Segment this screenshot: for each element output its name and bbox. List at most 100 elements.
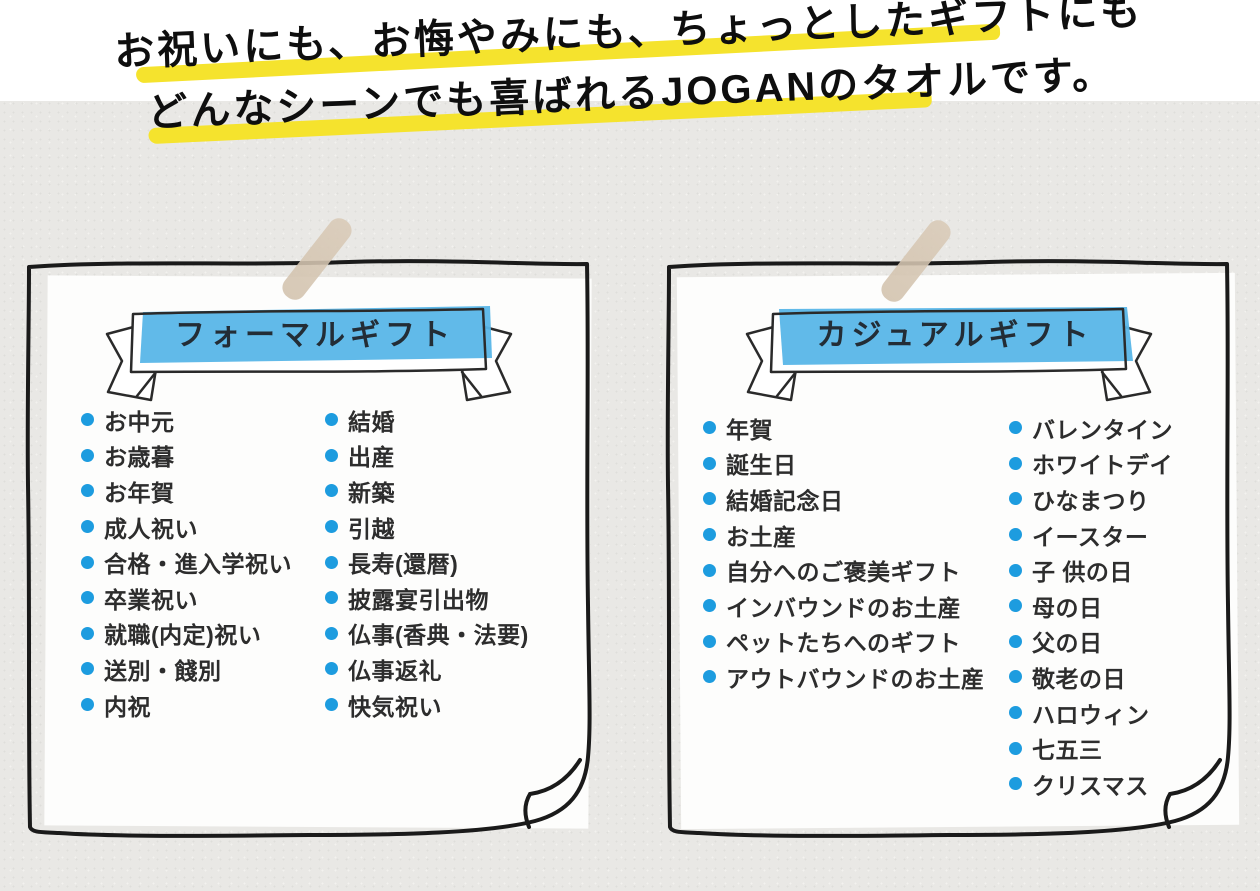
list-item: 披露宴引出物 — [325, 580, 529, 616]
list-item-label: バレンタイン — [1032, 416, 1173, 443]
bullet-icon — [325, 484, 338, 498]
bullet-icon — [325, 448, 338, 462]
bullet-icon — [325, 626, 338, 640]
list-item-label: 仏事返礼 — [348, 657, 442, 684]
list-item: お年賀 — [81, 473, 292, 509]
list-item-label: 仏事(香典・法要) — [348, 622, 529, 649]
list-item: 自分へのご褒美ギフト — [703, 552, 985, 588]
list-item-label: 誕生日 — [726, 452, 797, 479]
list-item-label: 結婚 — [348, 408, 395, 435]
list-item: 母の日 — [1009, 588, 1173, 624]
list-item: 成人祝い — [81, 509, 292, 545]
list-item: 年賀 — [703, 410, 985, 446]
list-item-label: ペットたちへのギフト — [726, 630, 961, 657]
list-item: 送別・餞別 — [81, 651, 292, 687]
list-item: 長寿(還暦) — [325, 544, 529, 580]
bullet-icon — [325, 698, 338, 712]
ribbon-banner: カジュアルギフト — [739, 299, 1159, 407]
list-item-label: 快気祝い — [348, 693, 442, 720]
bullet-icon — [81, 662, 94, 676]
list-item: 出産 — [325, 438, 529, 474]
list-item-label: お歳暮 — [104, 444, 175, 471]
list-item: 快気祝い — [325, 687, 529, 723]
list-item-label: クリスマス — [1032, 772, 1149, 799]
list-item-label: ホワイトデイ — [1032, 452, 1173, 479]
list-item: 七五三 — [1009, 730, 1173, 766]
bullet-icon — [81, 555, 94, 569]
list-item-label: 自分へのご褒美ギフト — [726, 559, 961, 586]
list-item-label: 母の日 — [1032, 594, 1103, 621]
bullet-icon — [1009, 421, 1022, 435]
bullet-icon — [703, 492, 716, 506]
formal-gift-card: フォーマルギフト お中元 お歳暮 お年賀 — [19, 213, 597, 847]
bullet-icon — [703, 528, 716, 542]
headline: お祝いにも、お悔やみにも、ちょっとしたギフトにも どんなシーンでも喜ばれるJOG… — [0, 0, 1260, 147]
list-item-label: 敬老の日 — [1032, 665, 1126, 692]
list-item-label: 合格・進入学祝い — [104, 551, 292, 578]
casual-gift-card: カジュアルギフト 年賀 誕生日 結婚記念日 — [659, 215, 1240, 847]
list-item: アウトバウンドのお土産 — [703, 659, 985, 695]
gift-list-column-2: バレンタイン ホワイトデイ ひなまつり イースター — [1009, 410, 1173, 802]
bullet-icon — [703, 563, 716, 577]
list-item: 内祝 — [81, 687, 292, 723]
list-item-label: ハロウィン — [1032, 701, 1150, 728]
bullet-icon — [1009, 741, 1022, 755]
list-item-label: 披露宴引出物 — [348, 586, 489, 613]
list-item: 新築 — [325, 473, 529, 509]
bullet-icon — [81, 484, 94, 498]
list-item-label: お中元 — [104, 408, 175, 435]
list-item: 仏事返礼 — [325, 651, 529, 687]
gift-list-column-1: お中元 お歳暮 お年賀 成人祝い — [81, 402, 292, 722]
bullet-icon — [1009, 634, 1022, 648]
bullet-icon — [325, 520, 338, 534]
bullet-icon — [1009, 528, 1022, 542]
list-item: ハロウィン — [1009, 695, 1173, 731]
list-item: イースター — [1009, 517, 1173, 553]
list-item: ひなまつり — [1009, 481, 1173, 517]
list-item: お土産 — [703, 517, 985, 553]
list-item: クリスマス — [1009, 766, 1173, 802]
bullet-icon — [325, 662, 338, 676]
bullet-icon — [81, 698, 94, 712]
list-item: お中元 — [81, 402, 292, 438]
list-item-label: アウトバウンドのお土産 — [726, 665, 985, 692]
bullet-icon — [81, 413, 94, 427]
bullet-icon — [81, 626, 94, 640]
bullet-icon — [1009, 456, 1022, 470]
list-item: 就職(内定)祝い — [81, 616, 292, 652]
bullet-icon — [1009, 706, 1022, 720]
list-item: 子 供の日 — [1009, 552, 1173, 588]
bullet-icon — [1009, 599, 1022, 613]
list-item: 父の日 — [1009, 624, 1173, 660]
list-item: 誕生日 — [703, 446, 985, 482]
bullet-icon — [81, 520, 94, 534]
card-title: カジュアルギフト — [816, 319, 1094, 352]
bullet-icon — [81, 591, 94, 605]
list-item-label: 新築 — [348, 479, 395, 506]
list-item-label: インバウンドのお土産 — [726, 594, 961, 621]
bullet-icon — [325, 555, 338, 569]
list-item-label: 出産 — [348, 444, 395, 471]
list-item-label: 年賀 — [726, 416, 773, 443]
bullet-icon — [703, 421, 716, 435]
bullet-icon — [325, 591, 338, 605]
gift-list-column-2: 結婚 出産 新築 引越 長寿(還 — [325, 402, 529, 722]
ribbon-banner: フォーマルギフト — [99, 299, 519, 407]
bullet-icon — [81, 448, 94, 462]
list-item: 結婚 — [325, 402, 529, 438]
list-item: 引越 — [325, 509, 529, 545]
bullet-icon — [1009, 777, 1022, 791]
list-item-label: イースター — [1032, 523, 1149, 550]
bullet-icon — [703, 599, 716, 613]
list-item-label: 引越 — [348, 515, 395, 542]
list-item-label: お年賀 — [104, 479, 175, 506]
list-item-label: 成人祝い — [104, 515, 198, 542]
list-item: ホワイトデイ — [1009, 446, 1173, 482]
list-item-label: 内祝 — [104, 693, 151, 720]
list-item: 卒業祝い — [81, 580, 292, 616]
list-item-label: 長寿(還暦) — [348, 551, 459, 578]
bullet-icon — [325, 413, 338, 427]
list-item-label: ひなまつり — [1032, 487, 1150, 514]
list-item-label: 子 供の日 — [1032, 559, 1133, 586]
